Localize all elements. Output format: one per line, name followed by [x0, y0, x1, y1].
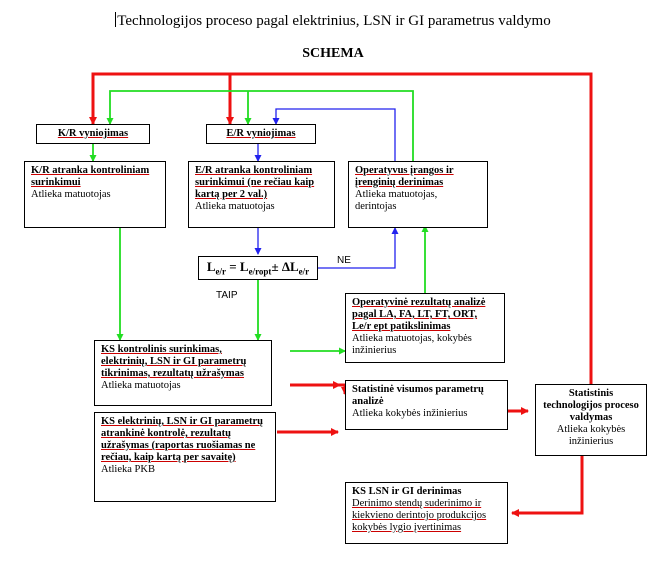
ks-selective-performer: Atlieka PKB: [101, 464, 155, 475]
er-sampling-box: E/R atranka kontroliniam surinkimui (ne …: [188, 161, 335, 228]
taip-label: TAIP: [216, 290, 238, 301]
stat-control-performer: Atlieka kokybės inžinierius: [556, 424, 626, 447]
kr-intake-box: K/R vyniojimas: [36, 124, 150, 144]
stat-control-heading: Statistinis technologijos proceso valdym…: [543, 388, 639, 423]
ks-selective-heading: KS elektrinių, LSN ir GI parametrų atran…: [101, 416, 263, 463]
stat-analysis-performer: Atlieka kokybės inžinierius: [352, 408, 468, 419]
ks-control-performer: Atlieka matuotojas: [101, 380, 181, 391]
formula-pm: ± ΔL: [271, 259, 299, 274]
er-intake-label: E/R vyniojimas: [226, 128, 296, 139]
operative-analysis-heading: Operatyvinė rezultatų analizė pagal LA, …: [352, 297, 486, 332]
ne-label: NE: [337, 255, 351, 266]
red-control-to-lsn: [511, 456, 584, 517]
stat-control-box: Statistinis technologijos proceso valdym…: [535, 384, 647, 456]
diagram-subtitle: SCHEMA: [302, 46, 364, 61]
formula-box: Le/r = Le/ropt± ΔLe/r: [198, 256, 318, 280]
formula-eq: =: [226, 259, 240, 274]
diagram-title: Technologijos proceso pagal elektrinius,…: [0, 12, 666, 30]
er-sampling-heading: E/R atranka kontroliniam surinkimui (ne …: [195, 165, 315, 200]
formula-lhs: L: [206, 259, 216, 274]
kr-sampling-performer: Atlieka matuotojas: [31, 189, 111, 200]
blue-connectors: [254, 108, 399, 269]
stat-analysis-heading: Statistinė visumos parametrų analizė: [352, 384, 484, 407]
operative-analysis-box: Operatyvinė rezultatų analizė pagal LA, …: [345, 293, 505, 363]
text-cursor: [115, 12, 117, 27]
formula-lhs-sub: e/r: [215, 266, 227, 277]
er-sampling-performer: Atlieka matuotojas: [195, 201, 275, 212]
stat-analysis-box: Statistinė visumos parametrų analizė Atl…: [345, 380, 508, 430]
ks-selective-box: KS elektrinių, LSN ir GI parametrų atran…: [94, 412, 276, 502]
kr-sampling-box: K/R atranka kontroliniam surinkimui Atli…: [24, 161, 166, 228]
operative-adjust-box: Operatyvus įrangos ir įrenginių derinima…: [348, 161, 488, 228]
operative-adjust-heading: Operatyvus įrangos ir įrenginių derinima…: [355, 165, 454, 188]
green-top-loop: [106, 90, 414, 167]
green-connectors: [89, 90, 429, 355]
ks-lsn-box: KS LSN ir GI derinimas Derinimo stendų s…: [345, 482, 508, 544]
ks-lsn-body: Derinimo stendų suderinimo ir kiekvieno …: [352, 498, 487, 533]
operative-analysis-performer: Atlieka matuotojas, kokybės inžinierius: [352, 333, 472, 356]
red-feedback-top: [89, 72, 593, 384]
title-text: Technologijos proceso pagal elektrinius,…: [117, 13, 551, 29]
blue-top-loop: [272, 108, 396, 166]
ks-control-box: KS kontrolinis surinkimas, elektrinių, L…: [94, 340, 272, 406]
ks-control-heading: KS kontrolinis surinkimas, elektrinių, L…: [101, 344, 247, 379]
blue-ne: [318, 227, 399, 269]
er-intake-box: E/R vyniojimas: [206, 124, 316, 144]
formula-rhs: L: [239, 259, 249, 274]
formula-rhs-sub: e/ropt: [248, 266, 272, 277]
formula-pm-sub: e/r: [298, 266, 310, 277]
kr-intake-label: K/R vyniojimas: [57, 128, 129, 139]
ks-lsn-heading: KS LSN ir GI derinimas: [352, 486, 462, 497]
operative-adjust-performer: Atlieka matuotojas, derintojas: [355, 189, 438, 212]
kr-sampling-heading: K/R atranka kontroliniam surinkimui: [31, 165, 150, 188]
